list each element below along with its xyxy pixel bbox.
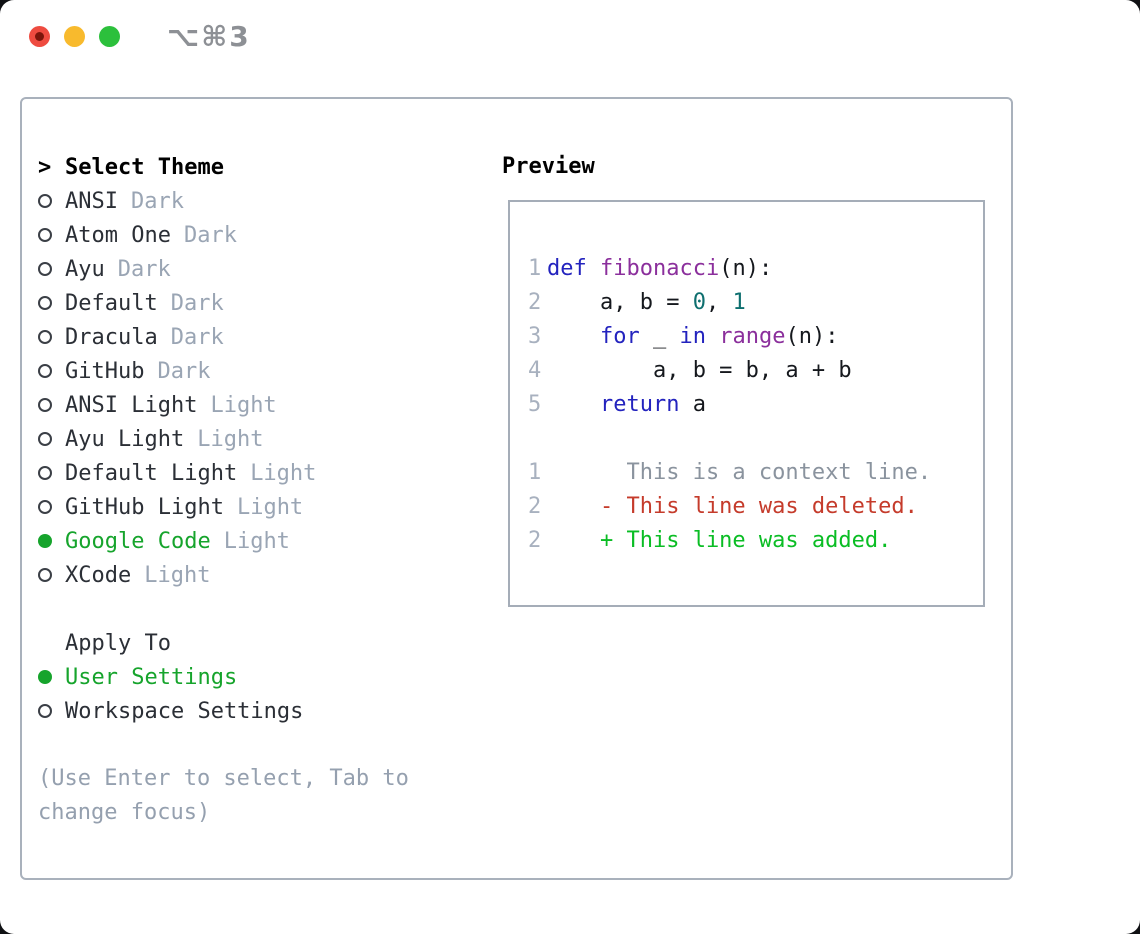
- close-button[interactable]: [29, 26, 50, 47]
- help-text: (Use Enter to select, Tab to change focu…: [38, 766, 409, 825]
- code-line: 2 a, b = 0, 1: [528, 286, 983, 320]
- window-title: ⌥⌘3: [167, 20, 251, 53]
- option-label: Google Code: [65, 528, 211, 554]
- theme-option[interactable]: Ayu Dark: [38, 252, 488, 286]
- radio-selected-icon: [38, 670, 65, 684]
- radio-icon: [38, 704, 65, 718]
- radio-icon: [38, 398, 65, 412]
- radio-icon: [38, 568, 65, 582]
- option-label: GitHub Light: [65, 494, 224, 520]
- minimize-button[interactable]: [64, 26, 85, 47]
- cursor-arrow-icon: >: [38, 154, 52, 180]
- theme-option[interactable]: GitHub Light Light: [38, 490, 488, 524]
- option-variant: Light: [197, 426, 264, 452]
- option-variant: Dark: [130, 188, 184, 214]
- option-label: Ayu: [65, 256, 105, 282]
- theme-option[interactable]: Atom One Dark: [38, 218, 488, 252]
- close-button-dot: [35, 32, 44, 41]
- radio-icon: [38, 500, 65, 514]
- code-line: 5 return a: [528, 388, 983, 422]
- line-number: 3: [528, 324, 542, 349]
- option-variant: Dark: [170, 290, 224, 316]
- option-variant: Light: [250, 460, 317, 486]
- radio-icon: [38, 364, 65, 378]
- line-number: 2: [528, 494, 542, 519]
- apply-to-header: Apply To: [38, 626, 488, 660]
- code-line: 4 a, b = b, a + b: [528, 354, 983, 388]
- apply-to-option[interactable]: User Settings: [38, 660, 488, 694]
- option-variant: Light: [144, 562, 211, 588]
- option-label: User Settings: [65, 664, 238, 690]
- option-label: Default Light: [65, 460, 238, 486]
- option-label: Ayu Light: [65, 426, 185, 452]
- blank-line: [528, 422, 983, 456]
- line-number: 1: [528, 460, 542, 485]
- theme-option[interactable]: ANSI Light Light: [38, 388, 488, 422]
- line-number: 1: [528, 256, 542, 281]
- option-variant: Dark: [117, 256, 171, 282]
- spacer: [38, 728, 488, 762]
- option-variant: Light: [236, 494, 304, 520]
- code-line: 3 for _ in range(n):: [528, 320, 983, 354]
- theme-option[interactable]: Ayu Light Light: [38, 422, 488, 456]
- option-label: Atom One: [65, 222, 171, 248]
- radio-selected-icon: [38, 534, 65, 548]
- radio-icon: [38, 466, 65, 480]
- preview-title: Preview: [502, 154, 595, 179]
- line-number: 4: [528, 358, 542, 383]
- apply-to-title: Apply To: [65, 630, 171, 656]
- option-label: Dracula: [65, 324, 158, 350]
- radio-icon: [38, 194, 65, 208]
- apply-to-option[interactable]: Workspace Settings: [38, 694, 488, 728]
- option-variant: Light: [223, 528, 290, 554]
- radio-icon: [38, 432, 65, 446]
- option-variant: Dark: [157, 358, 211, 384]
- theme-option[interactable]: XCode Light: [38, 558, 488, 592]
- spacer: [38, 592, 488, 626]
- radio-icon: [38, 330, 65, 344]
- line-number: 5: [528, 392, 542, 417]
- option-label: XCode: [65, 562, 132, 588]
- maximize-button[interactable]: [99, 26, 120, 47]
- theme-option[interactable]: Default Light Light: [38, 456, 488, 490]
- radio-icon: [38, 296, 65, 310]
- radio-icon: [38, 262, 65, 276]
- titlebar: [29, 26, 120, 47]
- option-label: Default: [65, 290, 158, 316]
- radio-icon: [38, 228, 65, 242]
- theme-option[interactable]: Dracula Dark: [38, 320, 488, 354]
- theme-option[interactable]: GitHub Dark: [38, 354, 488, 388]
- select-theme-title: Select Theme: [65, 154, 224, 180]
- option-label: ANSI Light: [65, 392, 198, 418]
- option-variant: Dark: [170, 324, 224, 350]
- theme-option[interactable]: Default Dark: [38, 286, 488, 320]
- option-variant: Dark: [183, 222, 237, 248]
- select-theme-header: > Select Theme: [38, 150, 488, 184]
- diff-line-deleted: 2 - This line was deleted.: [528, 490, 983, 524]
- line-number: 2: [528, 290, 542, 315]
- option-label: Workspace Settings: [65, 698, 304, 724]
- option-label: ANSI: [65, 188, 118, 214]
- option-label: GitHub: [65, 358, 145, 384]
- theme-option[interactable]: Google Code Light: [38, 524, 488, 558]
- option-variant: Light: [210, 392, 277, 418]
- theme-option[interactable]: ANSI Dark: [38, 184, 488, 218]
- diff-line-context: 1 This is a context line.: [528, 456, 983, 490]
- diff-line-added: 2 + This line was added.: [528, 524, 983, 558]
- line-number: 2: [528, 528, 542, 553]
